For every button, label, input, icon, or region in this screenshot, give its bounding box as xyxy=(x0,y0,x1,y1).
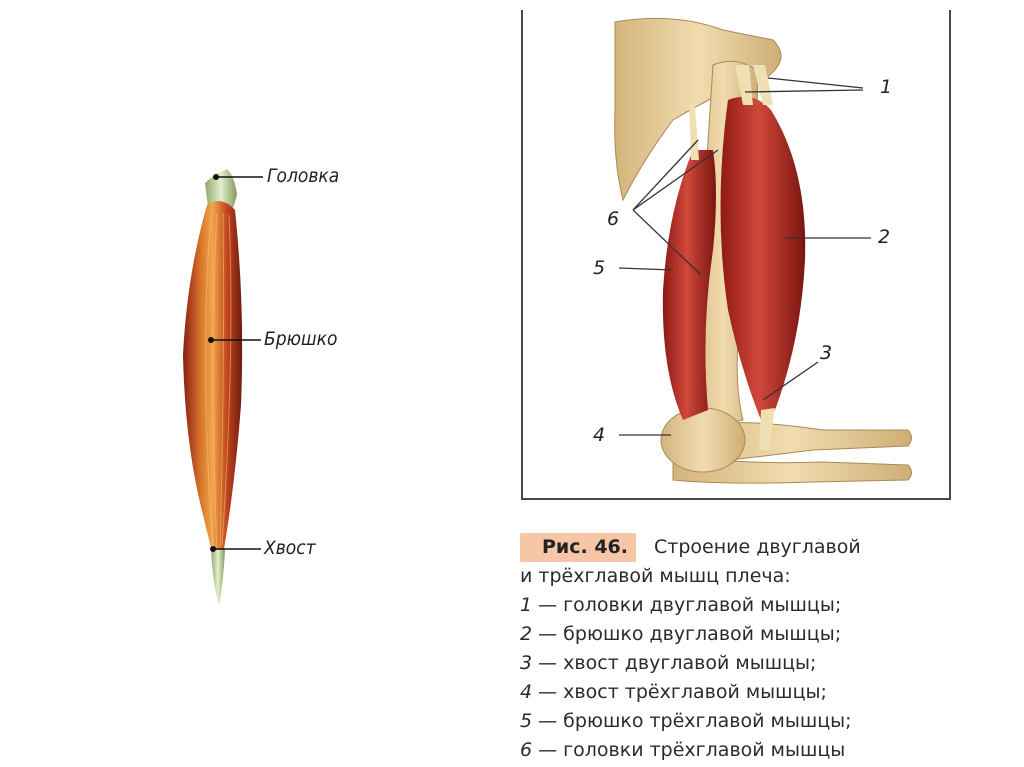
caption-item-num: 2 xyxy=(520,623,532,645)
arm-figure: 1 2 3 4 5 6 xyxy=(521,10,951,500)
label-tail: Хвост xyxy=(264,537,316,559)
figure-caption: Рис. 46. Строение двуглавой и трёхглавой … xyxy=(520,533,980,765)
elbow-joint xyxy=(661,408,745,472)
callout-1: 1 xyxy=(880,76,892,98)
bottom-tendon xyxy=(211,550,225,605)
caption-item-text: — брюшко трёхглавой мышцы; xyxy=(538,710,851,732)
caption-item-text: — брюшко двуглавой мышцы; xyxy=(538,623,841,645)
callout-2: 2 xyxy=(878,226,890,248)
caption-item-num: 5 xyxy=(520,710,532,732)
caption-item-text: — хвост двуглавой мышцы; xyxy=(538,652,816,674)
callout-3: 3 xyxy=(820,342,832,364)
caption-item: 3 — хвост двуглавой мышцы; xyxy=(520,649,980,678)
caption-item-num: 6 xyxy=(520,739,532,761)
caption-item: 6 — головки трёхглавой мышцы xyxy=(520,736,980,765)
caption-item: 5 — брюшко трёхглавой мышцы; xyxy=(520,707,980,736)
callout-4: 4 xyxy=(593,424,605,446)
caption-title-line-1: Рис. 46. Строение двуглавой xyxy=(520,533,980,562)
caption-item-text: — головки трёхглавой мышцы xyxy=(538,739,845,761)
callout-6: 6 xyxy=(607,208,619,230)
caption-item: 1 — головки двуглавой мышцы; xyxy=(520,591,980,620)
caption-title-1: Строение двуглавой xyxy=(654,536,861,558)
label-belly: Брюшко xyxy=(264,328,337,350)
caption-item-num: 1 xyxy=(520,594,532,616)
label-head: Головка xyxy=(267,165,339,187)
callout-5: 5 xyxy=(593,257,605,279)
muscle-drawing xyxy=(165,155,345,615)
muscle-illustration: Головка Брюшко Хвост xyxy=(165,155,345,615)
caption-item-num: 3 xyxy=(520,652,532,674)
figure-number-badge: Рис. 46. xyxy=(520,533,636,562)
triceps-head-tendon xyxy=(689,105,699,160)
caption-item-num: 4 xyxy=(520,681,532,703)
caption-title-line-2: и трёхглавой мышц плеча: xyxy=(520,562,980,591)
caption-item: 2 — брюшко двуглавой мышцы; xyxy=(520,620,980,649)
caption-item: 4 — хвост трёхглавой мышцы; xyxy=(520,678,980,707)
caption-item-text: — головки двуглавой мышцы; xyxy=(538,594,841,616)
caption-item-text: — хвост трёхглавой мышцы; xyxy=(538,681,827,703)
